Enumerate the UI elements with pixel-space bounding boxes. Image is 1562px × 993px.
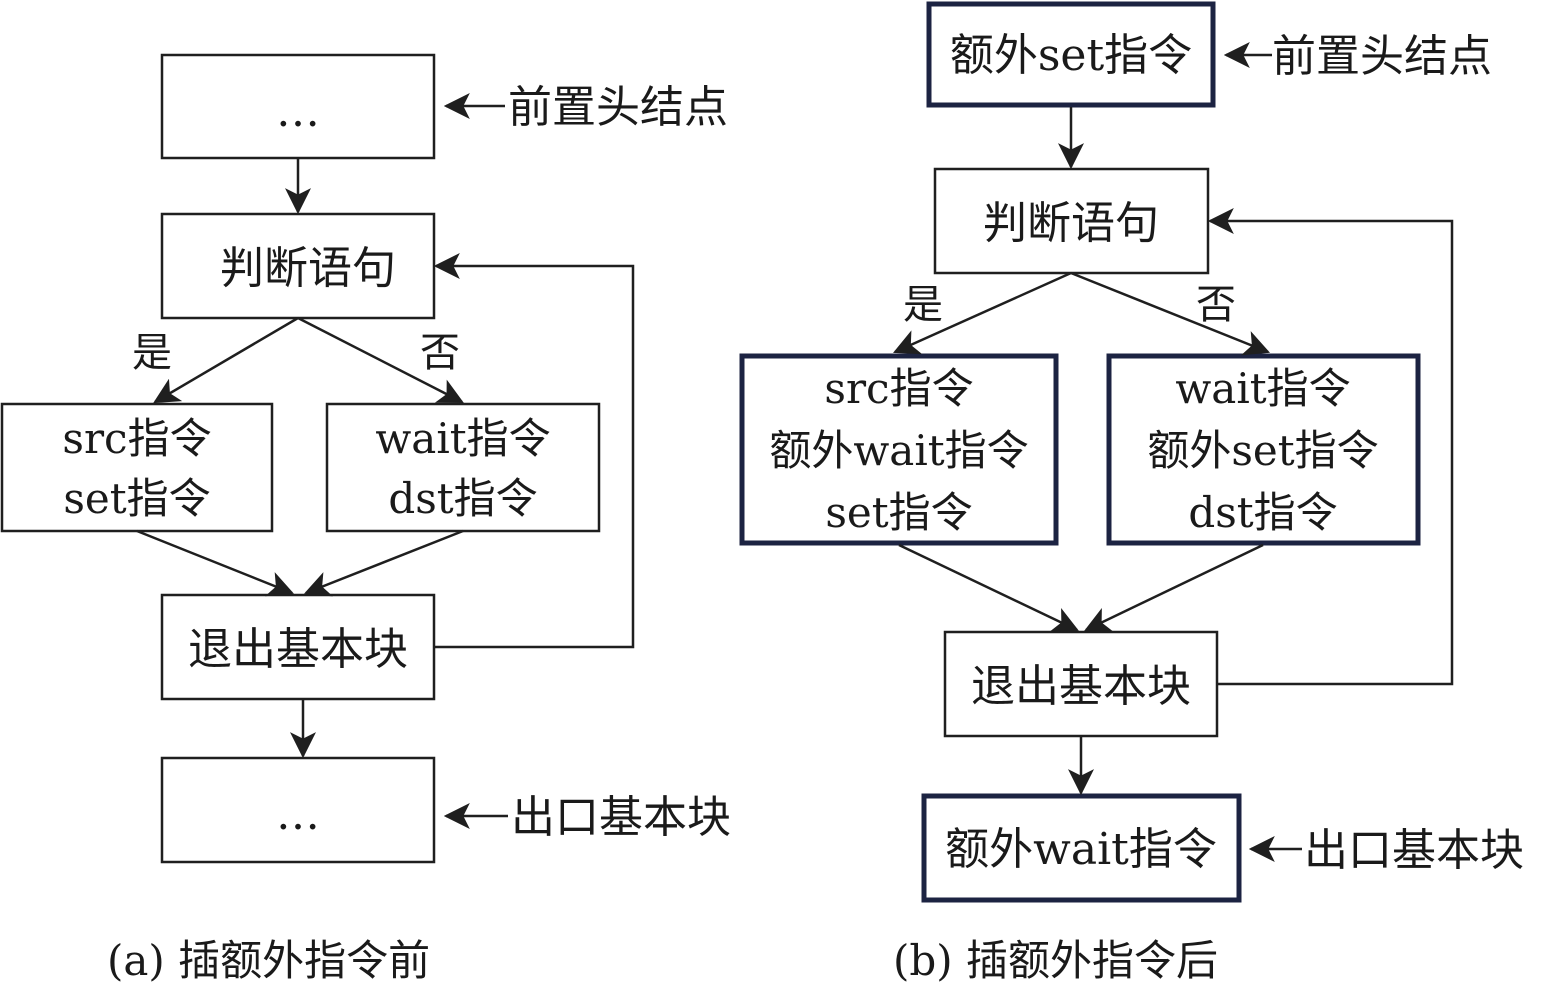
panel-a-top-note: 前置头结点: [508, 82, 728, 133]
panel-b-yes-branch-line-1: src指令: [824, 364, 973, 413]
panel-a-top-box: [160, 53, 436, 160]
panel-b-caption: (b) 插额外指令后: [893, 936, 1218, 985]
panel-a-caption: (a) 插额外指令前: [107, 936, 430, 985]
panel-b-top-box-text: 额外set指令: [950, 30, 1192, 81]
panel-b-exit-text: 退出基本块: [971, 661, 1191, 712]
panel-a-bottom-note: 出口基本块: [511, 792, 731, 843]
panel-a-arrow-no-to-exit: [303, 529, 464, 597]
panel-a-bottom-box: [160, 756, 436, 864]
panel-b-no-label: 否: [1196, 282, 1236, 328]
panel-a-loop-back-arrow: [433, 253, 635, 649]
panel-a-bottom-box-text: …: [276, 789, 320, 840]
panel-b-no-branch-line-3: dst指令: [1188, 488, 1337, 537]
panel-a-no-branch-line-1: wait指令: [375, 414, 550, 463]
panel-b-arrow-yes-to-exit: [898, 543, 1079, 632]
panel-a-yes-branch-line-1: src指令: [62, 414, 211, 463]
panel-a-no-branch-line-2: dst指令: [388, 474, 537, 523]
panel-b-condition-text: 判断语句: [983, 198, 1159, 249]
panel-a-arrow-no: [297, 316, 464, 404]
panel-b-arrow-no: [1070, 271, 1271, 356]
panel-b-yes-branch-box: [739, 353, 1059, 546]
panel-b-bottom-note: 出口基本块: [1304, 825, 1524, 876]
panel-b-yes-branch-line-3: set指令: [825, 488, 972, 537]
panel-b-top-box: [926, 1, 1216, 108]
panel-a-yes-label: 是: [132, 330, 172, 376]
panel-a-exit-box: [160, 593, 436, 701]
panel-b-top-note: 前置头结点: [1272, 31, 1492, 82]
panel-a-yes-branch-line-2: set指令: [63, 474, 210, 523]
panel-b-bottom-box: [921, 793, 1242, 903]
panel-a-condition-text: 判断语句: [220, 243, 396, 294]
panel-b: 额外set指令 判断语句 src指令 额外wait指令 set指令 wait指令…: [739, 1, 1524, 985]
panel-b-bottom-box-text: 额外wait指令: [945, 824, 1217, 875]
panel-a-arrow-yes: [153, 316, 299, 404]
panel-a-condition-box: [160, 212, 436, 320]
panel-b-condition-box: [933, 167, 1210, 275]
panel-a-arrow-yes-to-exit: [136, 529, 295, 597]
panel-a-top-box-text: …: [276, 86, 320, 137]
panel-b-yes-branch-line-2: 额外wait指令: [769, 426, 1028, 475]
panel-b-loop-back-arrow: [1207, 208, 1454, 686]
panel-a: … 判断语句 src指令 set指令 wait指令 dst指令 退出基本块 … …: [0, 53, 731, 985]
panel-a-no-branch-box: [325, 402, 601, 533]
panel-b-no-branch-line-1: wait指令: [1175, 364, 1350, 413]
panel-a-no-label: 否: [420, 330, 460, 376]
panel-b-no-branch-box: [1106, 353, 1421, 546]
panel-b-yes-label: 是: [903, 282, 943, 328]
panel-b-arrow-no-to-exit: [1084, 543, 1264, 632]
panel-a-exit-text: 退出基本块: [188, 624, 408, 675]
panel-b-exit-box: [943, 630, 1219, 738]
panel-b-no-branch-line-2: 额外set指令: [1147, 426, 1378, 475]
panel-a-yes-branch-box: [0, 402, 274, 533]
panel-b-arrow-yes: [893, 271, 1072, 355]
